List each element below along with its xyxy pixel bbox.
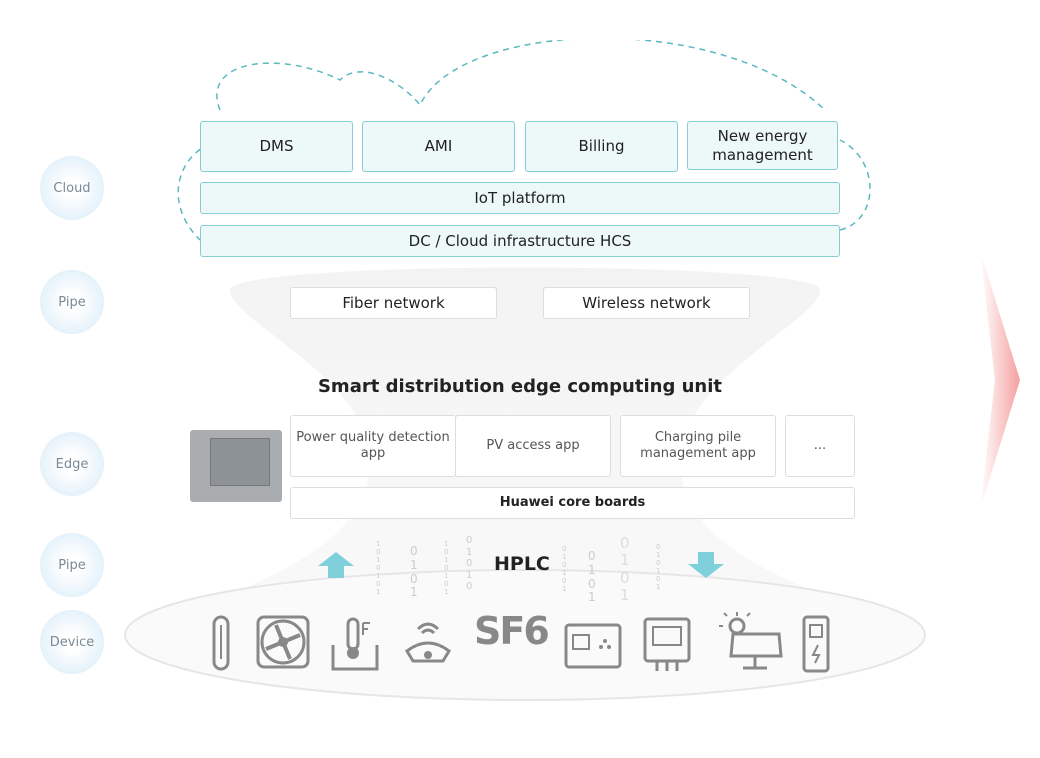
wireless-network-box: Wireless network: [543, 287, 750, 319]
dms-box: DMS: [200, 121, 353, 172]
layer-pipe-hplc: Pipe: [40, 533, 104, 597]
layer-label: Pipe: [58, 557, 86, 573]
layer-label: Pipe: [58, 294, 86, 310]
iot-platform-box: IoT platform: [200, 182, 840, 214]
ami-box: AMI: [362, 121, 515, 172]
upload-arrow-icon: [318, 552, 354, 578]
water-temperature-icon: [331, 617, 379, 671]
red-arrow-icon: [980, 250, 1020, 510]
core-boards-box: Huawei core boards: [290, 487, 855, 519]
fiber-network-box: Fiber network: [290, 287, 497, 319]
controller-icon: [564, 623, 622, 669]
more-apps-box: ...: [785, 415, 855, 477]
edge-title: Smart distribution edge computing unit: [317, 376, 723, 397]
charging-pile-icon: [802, 615, 830, 673]
edge-device-image: [190, 430, 282, 502]
layer-label: Edge: [55, 456, 89, 472]
new-energy-box: New energy management: [687, 121, 838, 170]
layer-pipe: Pipe: [40, 270, 104, 334]
layer-label: Cloud: [53, 180, 91, 196]
pv-access-app-box: PV access app: [455, 415, 611, 477]
layer-cloud: Cloud: [40, 156, 104, 220]
layer-label: Device: [49, 634, 95, 650]
solar-panel-icon: [719, 612, 783, 670]
sf6-icon: SF6: [474, 609, 550, 653]
download-arrow-icon: [688, 552, 724, 578]
power-quality-app-box: Power quality detection app: [290, 415, 456, 477]
infra-box: DC / Cloud infrastructure HCS: [200, 225, 840, 257]
layer-edge: Edge: [40, 432, 104, 496]
smoke-detector-icon: [405, 622, 451, 663]
charging-pile-app-box: Charging pile management app: [620, 415, 776, 477]
meter-icon: [643, 617, 691, 671]
fan-icon: [256, 615, 310, 669]
thermometer-icon: [212, 615, 230, 671]
hplc-label: HPLC: [494, 553, 550, 575]
billing-box: Billing: [525, 121, 678, 172]
layer-device: Device: [40, 610, 104, 674]
